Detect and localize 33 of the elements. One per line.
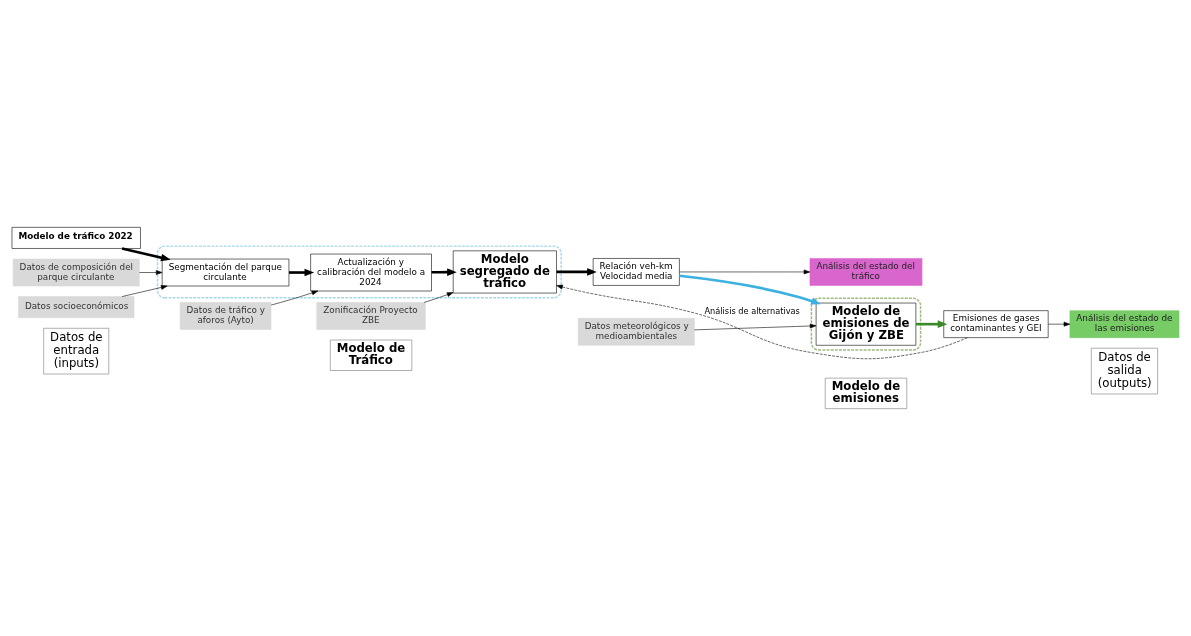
arrow (139, 270, 163, 275)
arrow (270, 290, 319, 306)
node-box: Actualización y calibración del modelo a 2024 (310, 253, 432, 292)
arrow (121, 285, 168, 297)
node-box: Modelo de emisiones de Gijón y ZBE (815, 302, 917, 346)
node-box: Análisis del estado de las emisiones (1069, 310, 1180, 338)
node-box: Emisiones de gases contaminantes y GEI (943, 310, 1049, 338)
arrow (1048, 321, 1071, 327)
arrow (289, 268, 315, 277)
arrow (556, 268, 597, 276)
arrow (916, 320, 948, 328)
edge-label: Análisis de alternativas (704, 305, 800, 316)
node-box: Relación veh-km Velocidad media (592, 258, 680, 286)
arrow (423, 292, 454, 303)
arrow (431, 268, 457, 276)
arrow (121, 247, 171, 262)
arrow (679, 269, 811, 275)
node-box: Datos de tráfico y aforos (Ayto) (179, 302, 272, 330)
node-box: Datos meteorológicos y medioambientales (577, 318, 695, 346)
node-box: Modelo segregado de tráfico (452, 250, 557, 294)
node-box: Datos socioeconómicos (18, 296, 135, 318)
node-box: Segmentación del parque circulante (161, 258, 290, 287)
arrow (694, 323, 817, 331)
node-box: Modelo de tráfico 2022 (11, 227, 141, 249)
node-box: Análisis del estado del tráfico (809, 258, 923, 286)
node-box: Datos de salida (outputs) (1091, 347, 1158, 395)
node-box: Datos de entrada (inputs) (43, 327, 110, 375)
node-box: Datos de composición del parque circulante (12, 258, 140, 287)
arrow (679, 274, 821, 305)
node-box: Modelo de emisiones (824, 377, 908, 409)
node-box: Zonificación Proyecto ZBE (316, 302, 426, 330)
node-box: Modelo de Tráfico (330, 339, 413, 371)
arrow (556, 284, 968, 360)
